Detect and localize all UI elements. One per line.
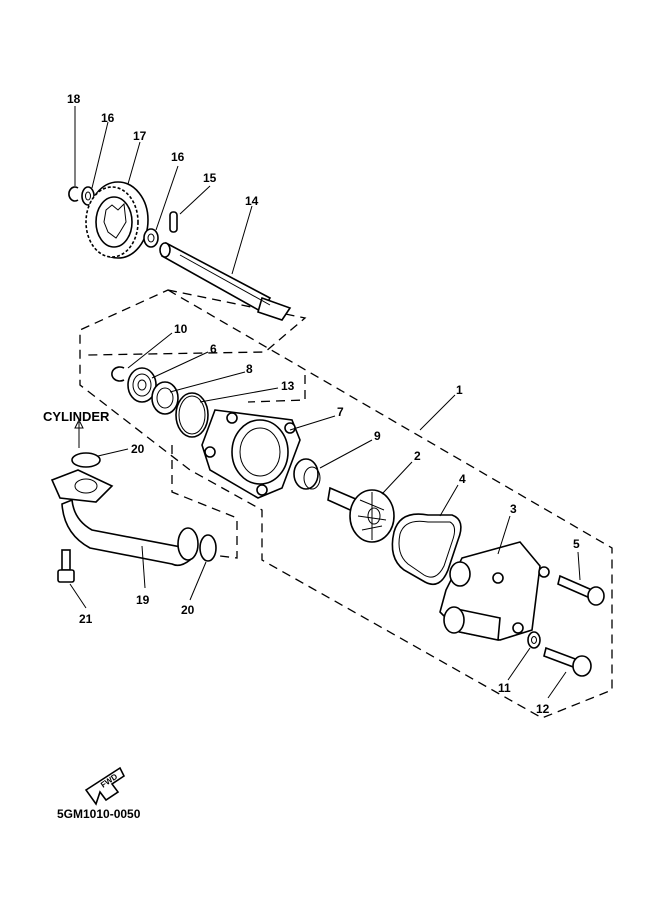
washer-part-16-middle — [143, 228, 159, 248]
seal-part-9 — [293, 458, 321, 490]
circlip-part-18 — [68, 186, 79, 202]
callout-10: 10 — [174, 322, 188, 336]
leader-lines — [69, 106, 581, 699]
callout-19: 19 — [136, 593, 150, 607]
callout-1: 1 — [456, 383, 463, 397]
pump-cover-part-3 — [439, 541, 550, 641]
callout-20-cylinder: 20 — [131, 442, 145, 456]
bolt-part-21 — [57, 549, 75, 583]
callout-8: 8 — [246, 362, 253, 376]
assembly-outline-subgroup — [87, 289, 307, 356]
callout-17: 17 — [133, 129, 147, 143]
gear-part-17 — [85, 181, 149, 259]
gasket-part-4 — [391, 513, 462, 586]
seal-part-8 — [151, 381, 179, 415]
callout-14: 14 — [245, 194, 259, 208]
bearing-group-outline — [247, 375, 306, 403]
bolt-part-5 — [557, 574, 605, 606]
callout-20-pipe: 20 — [181, 603, 195, 617]
assembly-outline-main — [79, 289, 613, 719]
callout-9: 9 — [374, 429, 381, 443]
callout-7: 7 — [337, 405, 344, 419]
cylinder-label: CYLINDER — [43, 409, 110, 424]
callout-15: 15 — [203, 171, 217, 185]
callout-6: 6 — [210, 342, 217, 356]
drawing-code: 5GM1010-0050 — [57, 807, 141, 821]
callout-13: 13 — [281, 379, 295, 393]
oring-part-20-pipe — [199, 534, 217, 562]
impeller-part-2 — [327, 486, 395, 543]
callout-18: 18 — [67, 92, 81, 106]
callout-11: 11 — [498, 681, 511, 695]
callout-16-middle: 16 — [171, 150, 185, 164]
bearing-part-6 — [127, 367, 157, 403]
callout-16-top: 16 — [101, 111, 115, 125]
bolt-part-12 — [543, 646, 592, 677]
callout-2: 2 — [414, 449, 421, 463]
shaft-part-14 — [159, 241, 292, 321]
pipe-part-19 — [50, 469, 199, 567]
oring-part-20-cylinder — [71, 452, 101, 468]
oring-part-13 — [175, 392, 209, 438]
callout-12: 12 — [536, 702, 550, 716]
housing-part-7 — [201, 409, 301, 499]
fwd-arrow-icon: FWD — [84, 766, 126, 806]
pin-part-15 — [169, 211, 178, 233]
callout-labels: 18 16 17 16 15 14 10 6 8 13 1 7 9 2 4 3 … — [67, 92, 580, 716]
callout-5: 5 — [573, 537, 580, 551]
oring-outline — [171, 445, 238, 559]
callout-3: 3 — [510, 502, 517, 516]
callout-21: 21 — [79, 612, 93, 626]
washer-part-11 — [527, 631, 541, 649]
circlip-part-10 — [111, 366, 125, 382]
callout-4: 4 — [459, 472, 466, 486]
